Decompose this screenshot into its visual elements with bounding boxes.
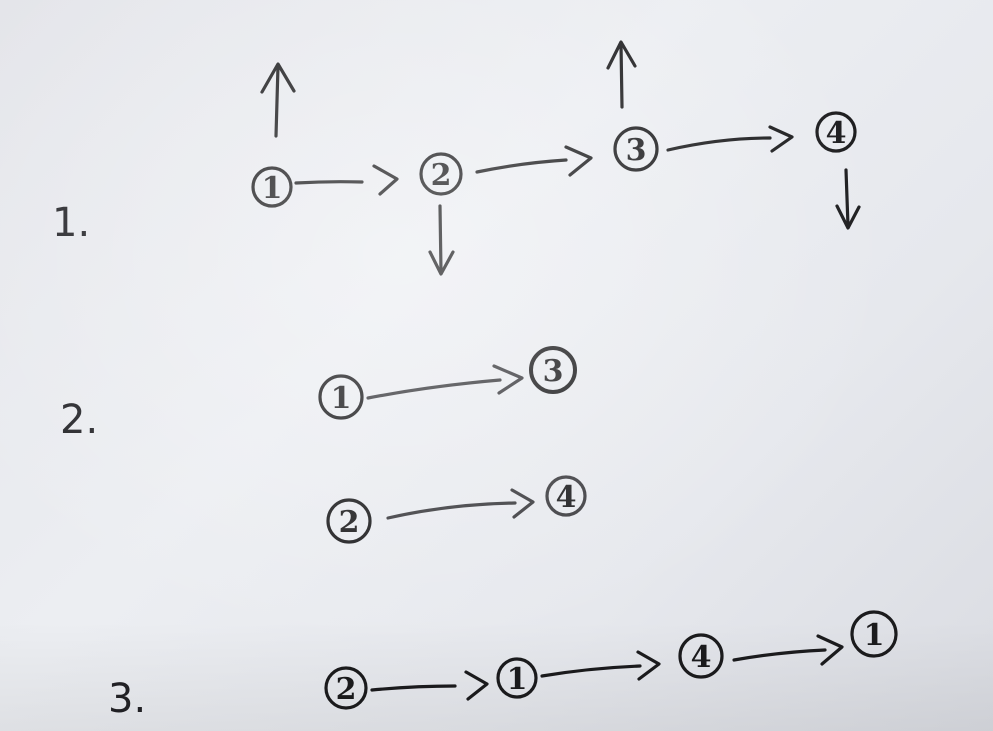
diagram-3-arrow-4-to-1 bbox=[732, 634, 844, 666]
node-number: 1 bbox=[262, 171, 283, 206]
arrow-shaft bbox=[366, 378, 502, 400]
diagram-1-node-1: 1 bbox=[251, 166, 293, 208]
diagram-1-label: 1. bbox=[52, 200, 90, 246]
arrow-head bbox=[835, 204, 861, 230]
diagram-1-arrow-up-from-1 bbox=[260, 62, 296, 138]
node-circle bbox=[496, 657, 538, 699]
diagram-2-row-2: 2 4 bbox=[326, 475, 587, 544]
node-number: 1 bbox=[331, 381, 352, 416]
arrow-shaft bbox=[844, 168, 850, 228]
diagram-2-row-1: 1 3 bbox=[318, 346, 577, 420]
node-circle bbox=[251, 166, 293, 208]
node-circle bbox=[545, 475, 587, 517]
node-number: 1 bbox=[507, 662, 528, 697]
arrow-shaft bbox=[540, 664, 642, 678]
diagram-1-arrow-2-to-3 bbox=[475, 145, 593, 177]
node-number: 4 bbox=[556, 480, 577, 515]
diagram-1-arrow-3-to-4 bbox=[666, 125, 794, 153]
node-number: 2 bbox=[339, 505, 360, 540]
diagram-1-node-4: 4 bbox=[815, 111, 857, 153]
diagram-1-arrow-up-from-3 bbox=[606, 40, 637, 109]
arrow-head bbox=[636, 650, 661, 681]
arrow-shaft bbox=[370, 684, 457, 692]
diagram-3-node-1: 1 bbox=[496, 657, 538, 699]
node-number: 4 bbox=[826, 116, 847, 151]
node-number: 2 bbox=[431, 158, 452, 193]
diagram-3-node-4: 4 bbox=[678, 633, 724, 679]
arrow-head bbox=[492, 364, 524, 395]
arrow-head bbox=[372, 164, 399, 196]
node-number: 2 bbox=[336, 672, 357, 707]
arrow-head bbox=[428, 250, 455, 276]
node-number: 1 bbox=[864, 618, 885, 653]
arrow-head bbox=[260, 62, 296, 94]
arrow-shaft bbox=[274, 64, 280, 138]
arrow-shaft bbox=[666, 136, 772, 152]
arrow-shaft bbox=[386, 501, 517, 520]
node-circle bbox=[529, 346, 577, 394]
node-circle bbox=[324, 666, 368, 710]
diagram-1: 1. 1 2 3 4 bbox=[52, 40, 861, 276]
diagram-1-arrow-1-to-2 bbox=[294, 164, 399, 196]
diagram-3-arrow-1-to-4 bbox=[540, 650, 661, 681]
diagram-3-node-1-end: 1 bbox=[850, 610, 898, 658]
diagram-3-node-2: 2 bbox=[324, 666, 368, 710]
node-circle bbox=[613, 126, 659, 172]
diagram-2-row-1-node-1: 1 bbox=[318, 374, 364, 420]
node-number: 3 bbox=[626, 133, 647, 168]
node-circle bbox=[678, 633, 724, 679]
diagram-3-label: 3. bbox=[108, 676, 146, 722]
arrow-head bbox=[606, 40, 637, 70]
diagram-2-row-1-arrow bbox=[366, 364, 524, 400]
node-circle bbox=[815, 111, 857, 153]
node-circle bbox=[318, 374, 364, 420]
diagram-1-node-2: 2 bbox=[419, 152, 463, 196]
diagram-2: 2. 1 3 2 bbox=[60, 346, 587, 544]
node-circle bbox=[419, 152, 463, 196]
diagram-1-arrow-down-from-2 bbox=[428, 204, 455, 276]
diagram-2-row-2-node-4: 4 bbox=[545, 475, 587, 517]
arrow-head bbox=[564, 145, 593, 177]
arrow-shaft bbox=[475, 158, 568, 174]
diagram-2-label: 2. bbox=[60, 397, 98, 443]
diagram-3: 3. 2 1 4 1 bbox=[108, 610, 898, 722]
arrow-shaft bbox=[438, 204, 443, 274]
arrow-head bbox=[510, 488, 535, 519]
diagram-2-row-1-node-3: 3 bbox=[529, 346, 577, 394]
diagram-2-row-2-node-2: 2 bbox=[326, 498, 372, 544]
node-number: 4 bbox=[691, 640, 712, 675]
arrow-head bbox=[464, 670, 489, 701]
diagram-1-node-3: 3 bbox=[613, 126, 659, 172]
arrow-shaft bbox=[294, 180, 364, 185]
node-number: 3 bbox=[543, 354, 564, 389]
arrow-head bbox=[816, 634, 844, 666]
arrow-head bbox=[768, 125, 794, 153]
node-circle bbox=[850, 610, 898, 658]
node-circle bbox=[326, 498, 372, 544]
diagram-2-row-2-arrow bbox=[386, 488, 535, 520]
arrow-shaft bbox=[619, 42, 624, 109]
diagram-1-arrow-down-from-4 bbox=[835, 168, 861, 230]
arrow-shaft bbox=[732, 648, 827, 662]
diagram-3-arrow-2-to-1 bbox=[370, 670, 489, 701]
